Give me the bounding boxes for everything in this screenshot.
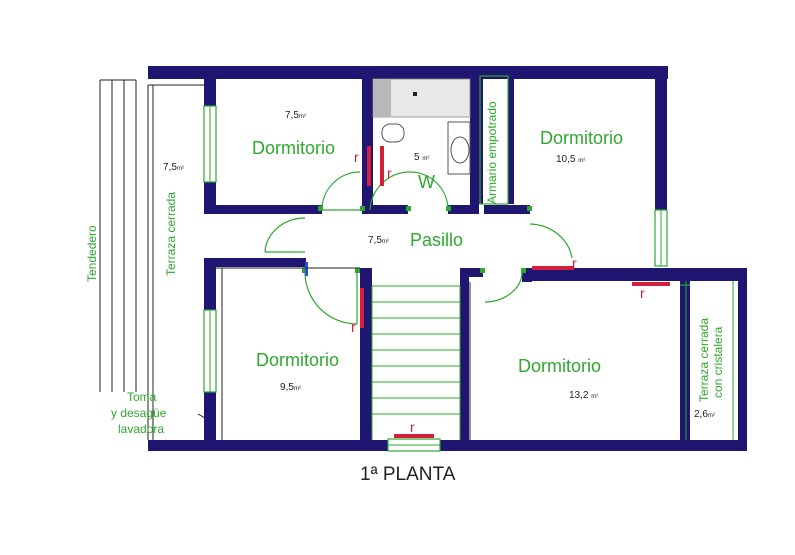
room-name-closet: Armario empotrado xyxy=(485,101,499,204)
area-value: 7,5 xyxy=(163,162,177,173)
room-area-dorm-top-right: 10,5 m² xyxy=(556,154,585,165)
radiator-label: r xyxy=(410,419,415,435)
room-area-dorm-top-left: 7,5m² xyxy=(285,110,306,121)
room-area-dorm-bottom-left: 9,5m² xyxy=(280,382,301,393)
door-blue-mark xyxy=(305,262,308,276)
room-name-hallway: Pasillo xyxy=(410,230,463,250)
room-name-dorm-top-left: Dormitorio xyxy=(252,138,335,158)
room-area-hallway: 7,5m² xyxy=(368,235,389,246)
area-unit: m² xyxy=(708,413,715,419)
clothesline-label: Tendedero xyxy=(85,225,99,282)
terrace-left-outline xyxy=(147,84,206,440)
window-lines xyxy=(209,106,734,446)
radiator-label: r xyxy=(640,285,645,301)
area-value: 9,5 xyxy=(280,382,294,393)
stairs xyxy=(371,285,461,440)
room-area-dorm-bottom-right: 13,2 m² xyxy=(569,390,598,401)
area-unit: m² xyxy=(299,114,306,120)
area-value: 13,2 xyxy=(569,390,589,401)
room-area-bathroom: 5 m² xyxy=(414,152,429,163)
room-name-terrace-left: Terraza cerrada xyxy=(164,192,178,276)
room-name-dorm-bottom-left: Dormitorio xyxy=(256,350,339,370)
area-unit: m² xyxy=(382,239,389,245)
room-name-dorm-top-right: Dormitorio xyxy=(540,128,623,148)
room-area-terrace-left: 7,5m² xyxy=(163,162,184,173)
room-name-terrace-right-line2: con cristalera xyxy=(711,326,725,398)
radiator-label: r xyxy=(351,319,356,335)
wc-label: W xyxy=(418,172,435,192)
clothesline-structure xyxy=(99,79,137,392)
door-swings xyxy=(264,171,690,325)
area-value: 7,5 xyxy=(368,235,382,246)
area-unit: m² xyxy=(578,158,585,164)
area-unit: m² xyxy=(177,166,184,172)
area-unit: m² xyxy=(591,394,598,400)
area-value: 10,5 xyxy=(556,154,576,165)
area-unit: m² xyxy=(294,386,301,392)
area-value: 5 xyxy=(414,152,420,163)
washer-note-line2: y desagüe xyxy=(111,406,167,420)
walls xyxy=(148,66,747,451)
radiator-label: r xyxy=(387,165,392,181)
radiator-label: r xyxy=(572,255,577,271)
plan-title: 1ª PLANTA xyxy=(360,464,456,485)
washer-note-line3: lavadora xyxy=(118,422,164,436)
area-value: 2,6 xyxy=(694,409,708,420)
door-hinges xyxy=(302,206,532,273)
room-name-terrace-right-line1: Terraza cerrada xyxy=(697,318,711,402)
room-name-dorm-bottom-right: Dormitorio xyxy=(518,356,601,376)
area-unit: m² xyxy=(422,156,429,162)
room-area-terrace-right: 2,6m² xyxy=(694,409,715,420)
interior-lines xyxy=(212,267,471,440)
washer-note-line1: Toma xyxy=(127,390,157,404)
radiator-label: r xyxy=(354,149,359,165)
radiators xyxy=(360,146,670,438)
area-value: 7,5 xyxy=(285,110,299,121)
bathroom-fixtures xyxy=(372,78,471,175)
